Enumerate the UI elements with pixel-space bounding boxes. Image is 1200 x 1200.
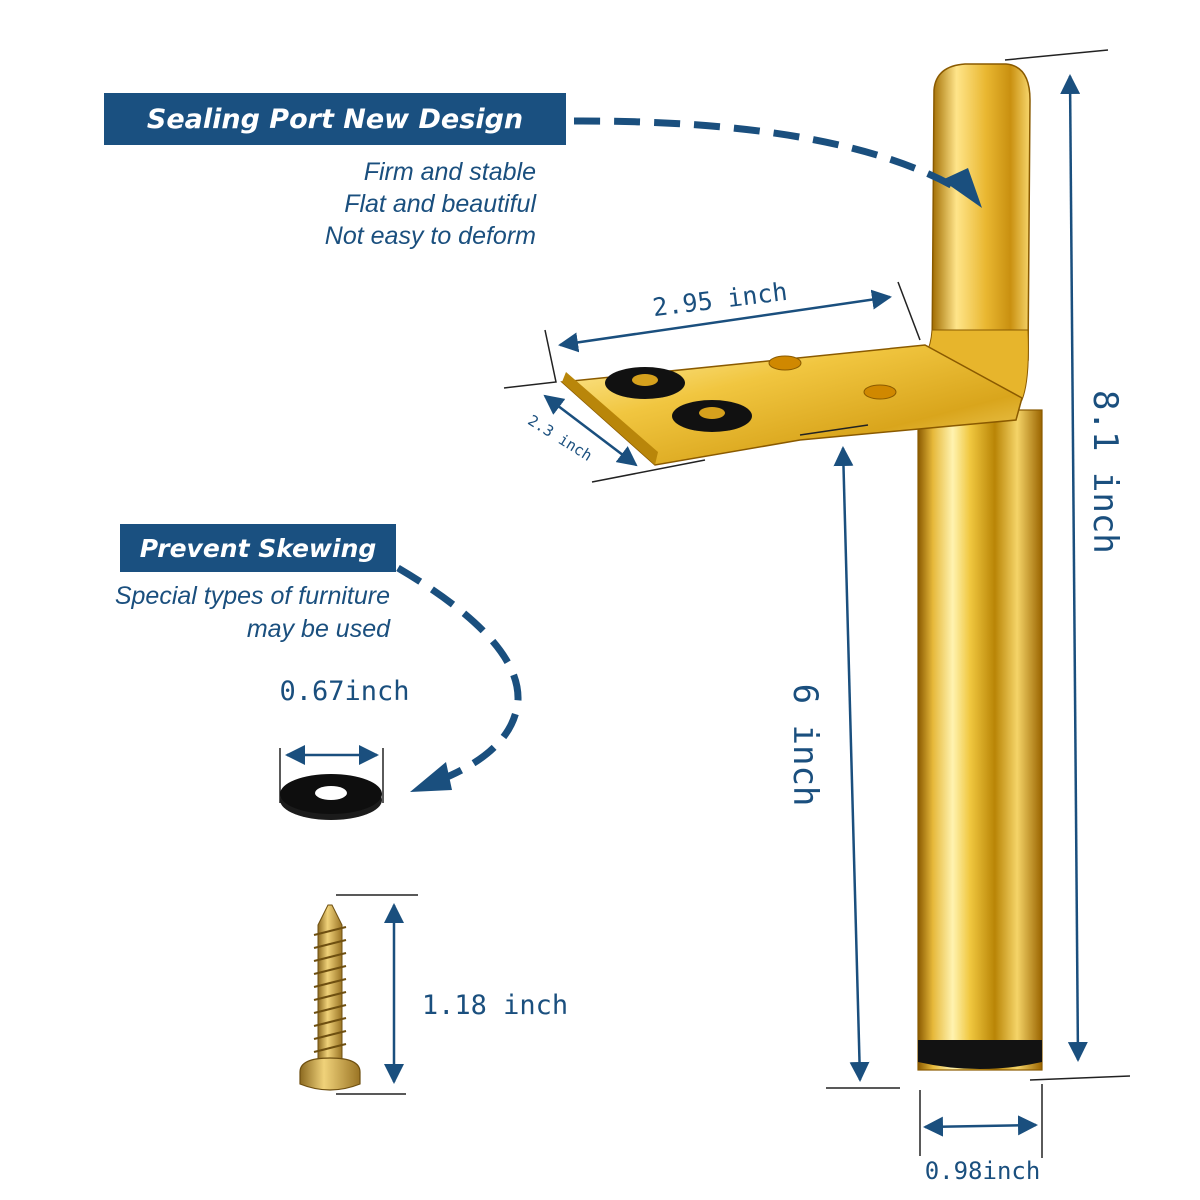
dashed-arrow-icon [396, 564, 522, 792]
sealing-port-title: Sealing Port New Design [104, 93, 566, 145]
leg-diameter-label: 0.98inch [924, 1157, 1041, 1185]
dimension-lines [279, 49, 1131, 1158]
prevent-skewing-title: Prevent Skewing [120, 524, 396, 572]
mounting-hole [768, 355, 802, 371]
sealing-port-line-3: Not easy to deform [324, 222, 536, 250]
prevent-skewing-line-2: may be used [246, 615, 390, 643]
rubber-washer-icon [672, 400, 752, 432]
sealing-port-line-2: Flat and beautiful [344, 190, 536, 218]
total-height-label: 8.1 inch [1085, 390, 1125, 554]
washer-diameter-label: 0.67inch [279, 676, 410, 707]
rubber-washer-icon [280, 774, 382, 820]
mounting-hole [863, 384, 897, 400]
dashed-arrow-icon [573, 117, 982, 208]
wood-screw-icon [299, 904, 361, 1091]
screw-length-label: 1.18 inch [421, 990, 569, 1021]
prevent-skewing-line-1: Special types of furniture [114, 582, 390, 610]
rubber-washer-icon [605, 367, 685, 399]
gold-furniture-leg [560, 63, 1043, 1071]
sealing-port-line-1: Firm and stable [363, 158, 536, 186]
leg-height-label: 6 inch [785, 683, 825, 807]
